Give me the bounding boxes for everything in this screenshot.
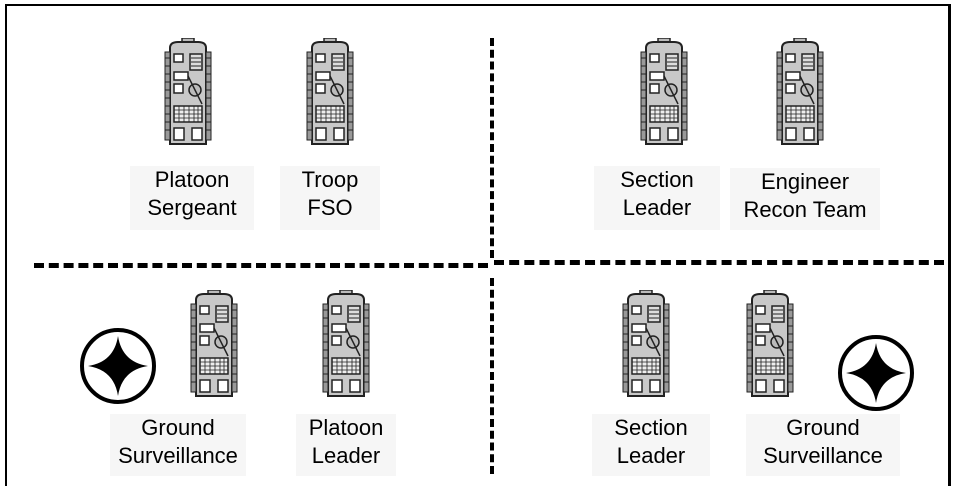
vehicle-icon [306, 38, 354, 148]
vehicle-icon [622, 290, 670, 400]
vehicle-icon [164, 38, 212, 148]
vertical-divider-bottom [490, 278, 494, 474]
horizontal-divider-left [34, 263, 488, 268]
label-line: Ground [141, 415, 215, 440]
vehicle-icon [322, 290, 370, 400]
vehicle-icon [746, 290, 794, 400]
vehicle-label: Troop FSO [280, 166, 380, 230]
label-line: Surveillance [763, 443, 883, 468]
label-line: Recon Team [743, 197, 867, 222]
vehicle-label: Engineer Recon Team [730, 168, 880, 230]
vehicle-label: Ground Surveillance [110, 414, 246, 476]
label-line: Section [620, 167, 694, 192]
vehicle-icon [190, 290, 238, 400]
compass-star-icon [836, 333, 916, 413]
compass-star-icon [78, 326, 158, 406]
label-line: Leader [622, 195, 692, 220]
label-line: Engineer [760, 169, 850, 194]
label-line: Ground [786, 415, 860, 440]
label-line: FSO [307, 195, 353, 220]
vehicle-label: Ground Surveillance [746, 414, 900, 476]
label-line: Section [614, 415, 688, 440]
label-line: Leader [311, 443, 381, 468]
label-line: Surveillance [118, 443, 238, 468]
vertical-divider-top [490, 38, 494, 258]
horizontal-divider-right [494, 260, 944, 265]
vehicle-icon [640, 38, 688, 148]
vehicle-label: Platoon Leader [296, 414, 396, 476]
diagram-frame [5, 4, 951, 486]
label-line: Platoon [154, 167, 230, 192]
label-line: Sergeant [147, 195, 237, 220]
label-line: Platoon [308, 415, 384, 440]
vehicle-label: Section Leader [594, 166, 720, 230]
vehicle-label: Section Leader [592, 414, 710, 476]
vehicle-label: Platoon Sergeant [130, 166, 254, 230]
vehicle-icon [776, 38, 824, 148]
label-line: Leader [616, 443, 686, 468]
label-line: Troop [301, 167, 359, 192]
